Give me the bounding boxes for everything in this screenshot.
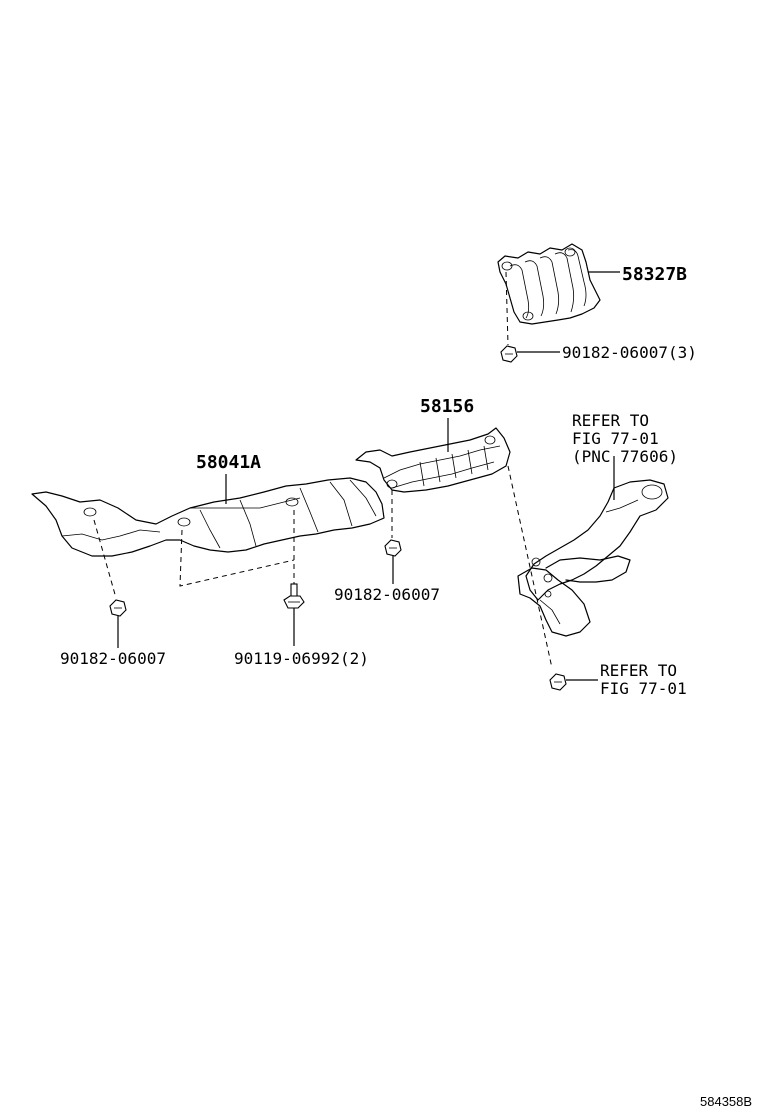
reference-bracket-part[interactable] xyxy=(517,479,669,637)
bolt-front-icon[interactable] xyxy=(283,583,305,609)
heat-insulator-rear-part[interactable] xyxy=(497,243,601,325)
clip-reference-icon[interactable] xyxy=(549,673,567,691)
heat-insulator-center-part[interactable] xyxy=(355,427,511,493)
refer-upper-line2: FIG 77-01 xyxy=(572,429,659,448)
label-58156: 58156 xyxy=(420,396,474,417)
refer-lower-line2: FIG 77-01 xyxy=(600,679,687,698)
label-clip-rear: 90182-06007(3) xyxy=(562,343,697,362)
clip-front-icon[interactable] xyxy=(109,599,127,617)
clip-center-icon[interactable] xyxy=(384,539,402,557)
refer-upper-line1: REFER TO xyxy=(572,411,649,430)
refer-upper-line3: (PNC 77606) xyxy=(572,447,678,466)
heat-insulator-front-part[interactable] xyxy=(31,477,385,557)
diagram-code: 584358B xyxy=(700,1094,752,1109)
label-58041a: 58041A xyxy=(196,452,261,473)
label-58327b: 58327B xyxy=(622,264,687,285)
label-clip-front: 90182-06007 xyxy=(60,649,166,668)
refer-lower-line1: REFER TO xyxy=(600,661,677,680)
label-bolt-front: 90119-06992(2) xyxy=(234,649,369,668)
label-clip-center: 90182-06007 xyxy=(334,585,440,604)
clip-rear-icon[interactable] xyxy=(500,345,518,363)
